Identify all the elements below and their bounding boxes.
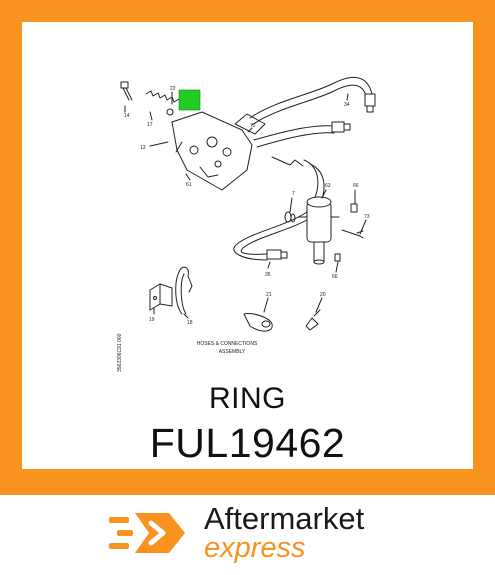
callout-label: 66: [332, 274, 338, 280]
part-number: FUL19462: [149, 420, 346, 466]
clamp-part: [243, 313, 273, 332]
callout-label: 34: [344, 102, 350, 108]
callout-label: 19: [149, 317, 155, 323]
highlight-marker: [178, 89, 201, 111]
clip-part: [305, 309, 321, 331]
spring-part: [145, 90, 180, 103]
brand-name-line2: express: [204, 532, 306, 564]
hose-upper-part: [249, 76, 376, 126]
callout-label: 63: [325, 183, 331, 189]
part-name: RING: [209, 382, 286, 415]
callout-label: 72: [250, 123, 256, 129]
callout-label: 22: [170, 86, 176, 92]
hose-lower-part: [233, 156, 325, 261]
callout-label: 20: [320, 292, 326, 298]
diagram-side-code: 3562306C91 000: [117, 333, 123, 372]
diagram-caption: ASSEMBLY: [219, 349, 246, 355]
brand-name-line1: Aftermarket: [204, 501, 365, 536]
bracket-part: [149, 283, 173, 311]
callout-label: 7: [292, 191, 295, 197]
diagram-caption: HOSES & CONNECTIONS: [197, 341, 258, 347]
washer-part: [166, 108, 174, 116]
hose-middle-part: [253, 121, 351, 148]
callout-label: 18: [187, 320, 193, 326]
callout-label: 17: [147, 122, 153, 128]
callout-label: 13: [140, 145, 146, 151]
valve-body-part: [171, 111, 266, 191]
callout-label: 21: [266, 292, 272, 298]
callout-label: 61: [186, 182, 192, 188]
callout-label: 66: [353, 183, 359, 189]
fast-forward-logo-icon: [109, 513, 185, 553]
bolt-part: [120, 81, 133, 101]
parts-diagram: 14 22 17 34 72 13 61 7 63 66 73 35 66 21…: [117, 76, 376, 372]
hook-part: [175, 266, 193, 315]
brand-footer: [0, 495, 495, 575]
callout-label: 73: [364, 214, 370, 220]
filter-canister-part: [298, 196, 340, 265]
callout-label: 35: [265, 272, 271, 278]
product-image-panel: 14 22 17 34 72 13 61 7 63 66 73 35 66 21…: [22, 22, 473, 469]
callout-label: 14: [124, 113, 130, 119]
